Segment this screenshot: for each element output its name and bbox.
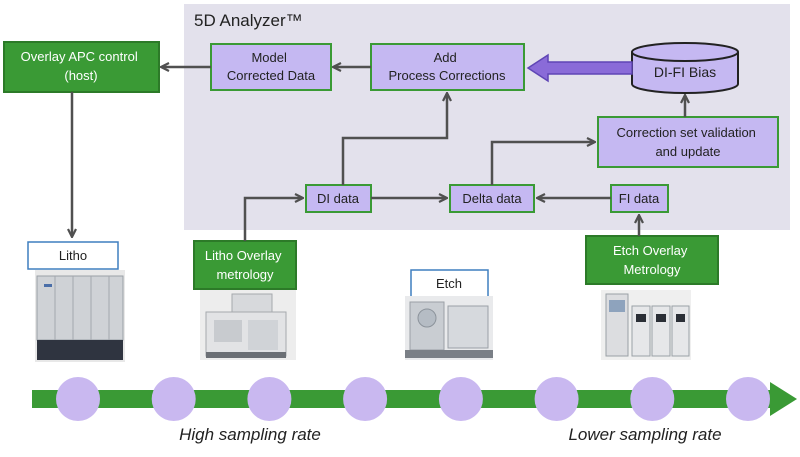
arrow-litho-metrology-to-di — [243, 198, 302, 241]
dbias-database: DI-FI Bias — [631, 42, 739, 94]
di-data-label: DI data — [317, 191, 360, 206]
sampling-circle — [247, 377, 292, 421]
litho-tool-image — [35, 270, 125, 362]
svg-text:Model Corrected Data: Model Corrected Data — [227, 50, 316, 83]
litho-metrology-image — [200, 290, 296, 360]
etch-overlay-line2: Metrology — [623, 262, 681, 277]
svg-text:Litho Overlay metrology: Litho Overlay metrology — [205, 248, 285, 282]
sampling-circle — [343, 377, 388, 421]
svg-text:Etch Overlay Metrology: Etch Overlay Metrology — [613, 243, 691, 277]
etch-metrology-image — [601, 290, 691, 360]
correction-set-box — [597, 116, 779, 168]
delta-data-label: Delta data — [462, 191, 522, 206]
sampling-circle — [151, 377, 196, 421]
model-corrected-line1: Model — [251, 50, 287, 65]
svg-text:Add Process Corrections: Add Process Corrections — [388, 50, 506, 83]
etch-overlay-line1: Etch Overlay — [613, 243, 688, 258]
timeline-arrow — [32, 382, 797, 416]
etch-tool-label: Etch — [436, 276, 462, 291]
dbias-label: DI-FI Bias — [654, 64, 716, 80]
litho-tool-label: Litho — [59, 248, 87, 263]
arrow-delta-to-correction — [490, 142, 594, 185]
dbias-to-add-arrow — [526, 53, 633, 83]
arrow-di-to-add — [341, 94, 447, 185]
add-process-line1: Add — [434, 50, 457, 65]
sampling-circle — [534, 377, 579, 421]
add-process-line2: Process Corrections — [388, 68, 506, 83]
fi-data-label: FI data — [619, 191, 660, 206]
litho-tool-label-box — [27, 241, 119, 270]
svg-text:Correction set validation: Correction set validation and update — [616, 125, 759, 159]
etch-tool-image — [405, 296, 493, 360]
sampling-circle — [726, 377, 770, 421]
model-corrected-line2: Corrected Data — [227, 68, 316, 83]
litho-overlay-line2: metrology — [216, 267, 274, 282]
connectors — [72, 67, 685, 241]
svg-text:Overlay APC control (host): Overlay APC control (host) — [21, 49, 142, 83]
fi-data-box — [610, 184, 669, 213]
sampling-circle — [438, 377, 483, 421]
delta-data-box — [449, 184, 535, 213]
correction-set-line2: and update — [655, 144, 720, 159]
correction-set-line1: Correction set validation — [616, 125, 755, 140]
sampling-circle — [630, 377, 675, 421]
analyzer-title: 5D Analyzer™ — [194, 11, 303, 30]
sampling-circles — [56, 377, 770, 421]
etch-overlay-box — [585, 235, 719, 285]
high-sampling-label: High sampling rate — [179, 425, 321, 444]
lower-sampling-label: Lower sampling rate — [568, 425, 721, 444]
litho-overlay-line1: Litho Overlay — [205, 248, 282, 263]
overlay-apc-line2: (host) — [64, 68, 97, 83]
overlay-apc-line1: Overlay APC control — [21, 49, 138, 64]
sampling-circle — [56, 377, 100, 421]
etch-tool-label-box — [410, 269, 489, 298]
overlay-apc-box — [3, 41, 160, 93]
